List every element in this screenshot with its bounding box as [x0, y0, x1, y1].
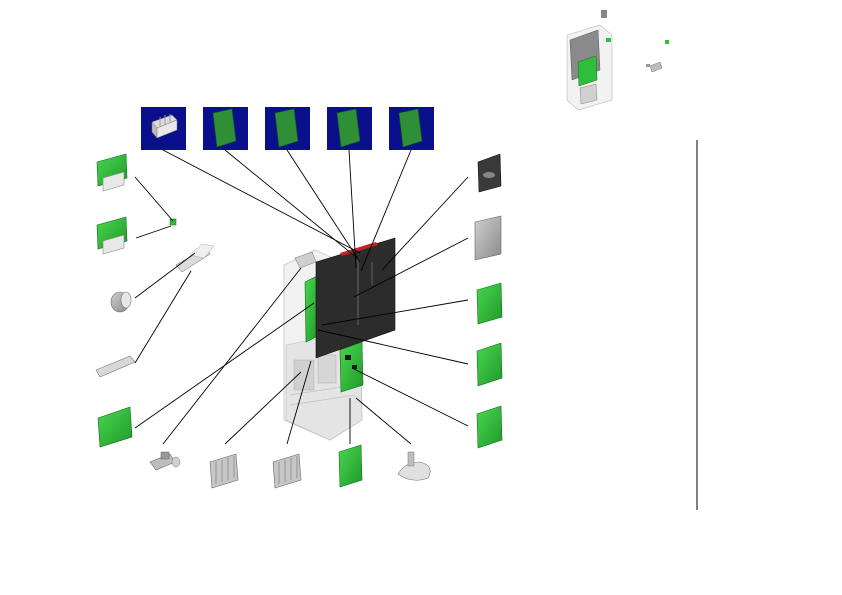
part-dark-bracket [477, 153, 502, 193]
part-board-bottom [338, 444, 363, 488]
part-rail [95, 355, 136, 378]
part-green-board-1 [476, 282, 503, 325]
highlight-box-heatsink [141, 107, 186, 150]
board-icon [212, 108, 237, 148]
part-green-board-3 [476, 405, 503, 449]
highlight-box-board-2 [265, 107, 310, 150]
part-latch [149, 451, 181, 471]
part-bracket-board-top [96, 153, 128, 192]
part-lever [175, 243, 215, 273]
small-connector-part [169, 218, 177, 226]
part-heatsink-2 [272, 453, 302, 489]
part-board-flat [97, 406, 133, 448]
part-gray-plate [474, 215, 502, 261]
part-heatsink-1 [209, 453, 239, 489]
right-parts [474, 153, 503, 449]
highlight-box-board-1 [203, 107, 248, 150]
central-assembly [283, 237, 396, 441]
board-icon [336, 108, 361, 148]
board-icon [274, 108, 299, 148]
board-icon [398, 108, 423, 148]
part-roller [110, 291, 132, 313]
highlight-box-board-3 [327, 107, 372, 150]
left-parts [95, 153, 215, 448]
heatsink-icon [151, 114, 178, 139]
part-green-board-2 [476, 342, 503, 387]
part-guide [397, 451, 431, 481]
part-bracket-board-bottom [96, 216, 128, 255]
highlight-box-board-4 [389, 107, 434, 150]
highlighted-parts-row [141, 107, 434, 150]
overview-thumbnail [566, 10, 669, 111]
leader-lines [134, 149, 469, 445]
bottom-parts [149, 444, 431, 489]
lower-board [339, 341, 364, 393]
